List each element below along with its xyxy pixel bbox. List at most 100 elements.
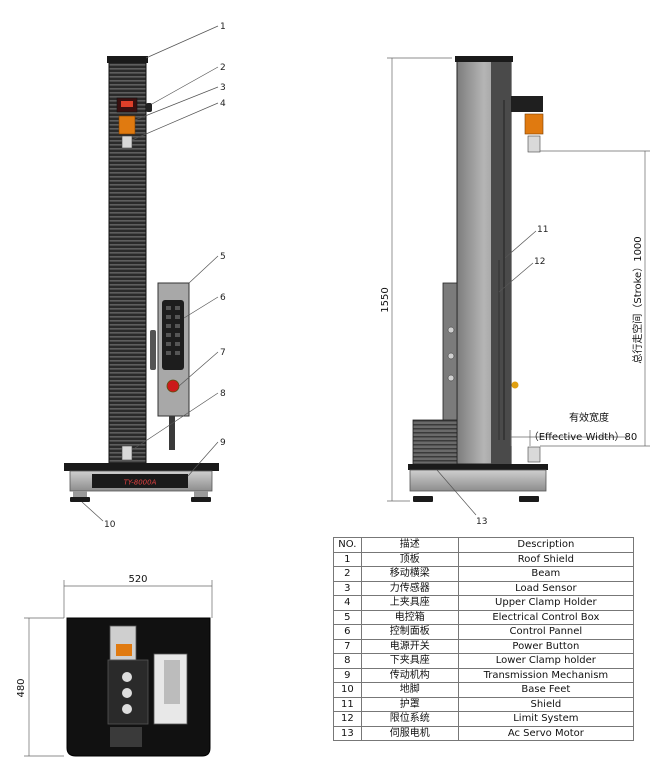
table-cell-en: Shield [457, 696, 635, 712]
callout-4: 4 [220, 99, 226, 109]
table-cell-en: Power Button [457, 638, 635, 654]
callout-3: 3 [220, 83, 226, 93]
side-foot-left-pad [413, 496, 433, 502]
table-cell-no: 8 [333, 653, 362, 669]
table-cell-no: 4 [333, 595, 362, 611]
table-cell-en: Upper Clamp Holder [457, 595, 635, 611]
top-port-1 [122, 672, 132, 682]
callout-11: 11 [537, 225, 548, 235]
parts-table-header: NO. 描述 Description [333, 537, 635, 553]
table-cell-cn: 传动机构 [360, 667, 459, 683]
effective-width-en: （Effective Width）80 [529, 431, 638, 443]
table-cell-en: Electrical Control Box [457, 609, 635, 625]
side-foot-right-pad [519, 496, 539, 502]
table-cell-cn: 控制面板 [360, 624, 459, 640]
table-cell-en: Lower Clamp holder [457, 653, 635, 669]
side-column-rear [491, 60, 511, 464]
table-cell-cn: 电控箱 [360, 609, 459, 625]
callout-10: 10 [104, 520, 116, 530]
table-cell-en: Control Pannel [457, 624, 635, 640]
upper-clamp-holder [121, 135, 133, 149]
side-beam [511, 96, 543, 112]
front-view: TY-8000A 1 2 3 4 5 6 7 8 9 10 [64, 22, 226, 530]
servo-motor-housing [412, 419, 458, 465]
front-base-top [64, 463, 219, 471]
header-en: Description [457, 537, 635, 553]
lower-clamp-holder [121, 445, 133, 461]
table-cell-cn: 护罩 [360, 696, 459, 712]
stroke-dimension: 总行走空间（Stroke）1000 [631, 236, 644, 363]
side-load-sensor [524, 113, 544, 135]
beam-display [121, 101, 133, 107]
table-cell-en: Beam [457, 566, 635, 582]
table-cell-cn: 力传感器 [360, 580, 459, 596]
table-cell-en: Limit System [457, 711, 635, 727]
table-cell-cn: 伺服电机 [360, 725, 459, 741]
table-cell-en: Ac Servo Motor [457, 725, 635, 741]
load-sensor [118, 115, 136, 135]
header-no: NO. [333, 537, 362, 553]
side-control-box-ports [447, 326, 455, 382]
top-control-panel [164, 660, 180, 704]
side-lower-clamp [527, 446, 541, 463]
table-cell-no: 11 [333, 696, 362, 712]
power-button [166, 379, 180, 393]
table-cell-no: 1 [333, 551, 362, 567]
callout-6: 6 [220, 293, 226, 303]
base-foot-left [73, 491, 87, 497]
table-cell-no: 6 [333, 624, 362, 640]
beam-knob [146, 103, 152, 112]
side-upper-clamp [527, 135, 541, 153]
table-cell-cn: 电源开关 [360, 638, 459, 654]
table-cell-cn: 下夹具座 [360, 653, 459, 669]
callout-2: 2 [220, 63, 226, 73]
side-roof [455, 56, 513, 62]
top-motor [110, 727, 142, 747]
front-leaders [81, 25, 219, 522]
control-panel-keys [166, 306, 180, 355]
top-view: 520 480 [16, 574, 213, 757]
side-power-button [511, 381, 519, 389]
control-box-cable [169, 416, 175, 450]
callout-13: 13 [476, 517, 487, 527]
side-base-body [409, 469, 547, 492]
roof-shield [107, 56, 148, 63]
table-cell-en: Transmission Mechanism [457, 667, 635, 683]
base-foot-right [194, 491, 208, 497]
callout-1: 1 [220, 22, 226, 32]
table-cell-cn: 顶板 [360, 551, 459, 567]
table-cell-en: Load Sensor [457, 580, 635, 596]
header-cn: 描述 [360, 537, 459, 553]
side-view: 1550 总行走空间（Stroke）1000 有效宽度 （Effective W… [380, 56, 650, 527]
table-cell-no: 12 [333, 711, 362, 727]
table-cell-no: 7 [333, 638, 362, 654]
top-port-2 [122, 688, 132, 698]
machine-label: TY-8000A [124, 479, 157, 487]
table-cell-no: 5 [333, 609, 362, 625]
side-base-top [408, 464, 548, 470]
table-cell-en: Roof Shield [457, 551, 635, 567]
table-cell-en: Base Feet [457, 682, 635, 698]
table-cell-no: 2 [333, 566, 362, 582]
callout-5: 5 [220, 252, 226, 262]
table-cell-cn: 地脚 [360, 682, 459, 698]
callout-7: 7 [220, 348, 226, 358]
height-dimension: 1550 [380, 287, 391, 312]
table-cell-no: 9 [333, 667, 362, 683]
callout-12: 12 [534, 257, 545, 267]
top-port-3 [122, 704, 132, 714]
table-cell-no: 13 [333, 725, 362, 741]
transmission-mechanism [92, 474, 188, 488]
